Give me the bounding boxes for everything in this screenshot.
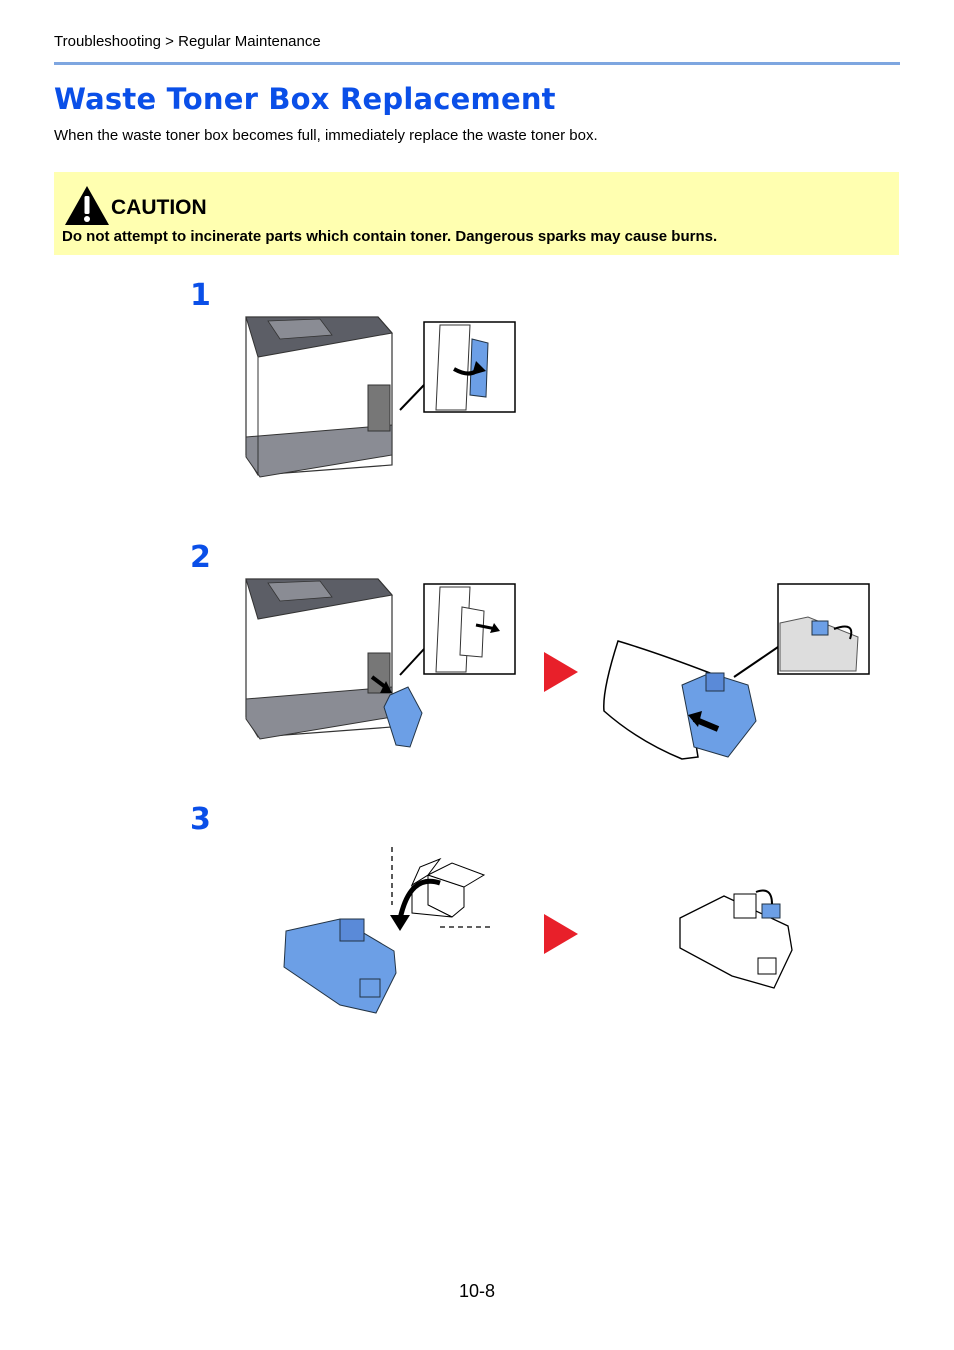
breadcrumb: Troubleshooting > Regular Maintenance [54, 33, 321, 50]
box-icon [410, 857, 486, 918]
step-3-capped-box-illustration [679, 889, 793, 989]
step-number-3: 3 [190, 802, 211, 837]
printer-illustration [245, 316, 393, 478]
next-step-arrow-icon [544, 652, 578, 692]
header-rule [54, 62, 900, 65]
page-title: Waste Toner Box Replacement [54, 82, 556, 116]
intro-text: When the waste toner box becomes full, i… [54, 127, 598, 144]
caution-text: Do not attempt to incinerate parts which… [62, 228, 718, 245]
step-3-disposal-illustration [283, 847, 494, 1014]
step-1-illustration [245, 316, 516, 478]
step-number-1: 1 [190, 278, 211, 313]
warning-triangle-icon [65, 186, 109, 225]
next-step-arrow-icon [544, 914, 578, 954]
caution-label: CAUTION [111, 196, 207, 219]
step-number-2: 2 [190, 540, 211, 575]
printer-illustration [245, 578, 393, 740]
caution-box: CAUTION Do not attempt to incinerate par… [54, 172, 899, 255]
step-2-bag-illustration [603, 583, 870, 760]
page-number: 10-8 [458, 1281, 496, 1301]
step-2-printer-illustration [245, 578, 516, 748]
